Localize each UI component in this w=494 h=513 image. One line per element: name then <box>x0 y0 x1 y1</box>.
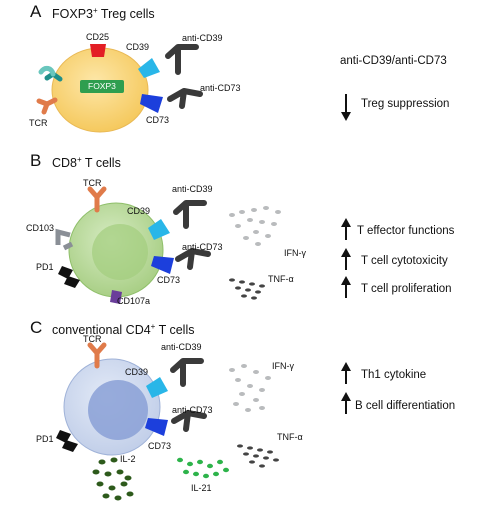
anti-cd73-antibody <box>171 410 207 432</box>
up-arrow-icon <box>341 276 351 298</box>
cd73-label: CD73 <box>146 115 170 125</box>
anti-cd39-antibody <box>170 358 204 387</box>
panel-b-letter: B <box>30 151 42 170</box>
cd8-nucleus <box>92 224 148 280</box>
up-arrow-icon <box>341 218 351 240</box>
panel-c-title-main: conventional CD4 <box>52 323 151 338</box>
ifn-gamma-label: IFN-γ <box>272 361 294 371</box>
tcr-receptor <box>87 342 107 369</box>
anti-cd39-label: anti-CD39 <box>161 342 202 352</box>
anti-cd73-antibody <box>167 88 203 109</box>
il-2-label: IL-2 <box>120 454 136 464</box>
cd103-label: CD103 <box>26 223 55 233</box>
ifn-gamma-cytokines <box>229 364 271 412</box>
tnf-alpha-label: TNF-α <box>268 274 294 284</box>
pd1-label: PD1 <box>36 262 54 272</box>
tnf-alpha-label: TNF-α <box>277 432 303 442</box>
panel-c-title: conventional CD4+ T cells <box>52 322 194 337</box>
panel-c-title-sup: + <box>150 322 156 331</box>
foxp3-label: FOXP3 <box>88 81 116 91</box>
panel-a-title-rest: Treg cells <box>97 7 155 22</box>
anti-cd73-label: anti-CD73 <box>182 242 223 252</box>
pd1-label: PD1 <box>36 434 54 444</box>
effect-treg-suppression: Treg suppression <box>361 98 450 110</box>
cd25-label: CD25 <box>86 32 110 42</box>
cd4-nucleus <box>88 380 148 440</box>
up-arrow-icon <box>341 392 351 414</box>
panel-c-title-rest: T cells <box>155 323 195 338</box>
anti-cd73-label: anti-CD73 <box>172 405 213 415</box>
treg-cell-diagram <box>36 44 203 133</box>
il-21-label: IL-21 <box>191 483 212 493</box>
anti-cd73-label: anti-CD73 <box>200 83 241 93</box>
anti-cd39-label: anti-CD39 <box>182 33 223 43</box>
cd39-receptor <box>138 58 160 78</box>
tcr-label: TCR <box>83 178 102 188</box>
panel-a-title-main: FOXP3 <box>52 7 93 22</box>
cd4-cell-diagram <box>56 342 279 501</box>
cd107a-label: CD107a <box>117 296 151 306</box>
anti-cd73-antibody <box>175 248 211 270</box>
cd25-receptor <box>90 44 106 57</box>
ifn-gamma-label: IFN-γ <box>284 248 306 258</box>
up-arrow-icon <box>341 362 351 384</box>
effect-t-cell-cytotoxicity: T cell cytotoxicity <box>361 255 448 267</box>
tnf-alpha-cytokines <box>229 278 265 300</box>
up-arrow-icon <box>341 248 351 270</box>
foxp3-box <box>80 80 124 93</box>
cd73-receptor <box>151 256 174 274</box>
anti-cd39-antibody <box>173 200 207 229</box>
panel-b-title: CD8+ T cells <box>52 155 121 170</box>
ifn-gamma-cytokines <box>229 206 281 246</box>
pd1-receptor <box>58 266 80 288</box>
cd103-receptor <box>55 228 74 251</box>
effect-t-effector-functions: T effector functions <box>357 225 455 237</box>
effect-t-cell-proliferation: T cell proliferation <box>361 283 452 295</box>
il-21-cytokines <box>177 457 229 479</box>
panel-a-title-sup: + <box>93 6 98 15</box>
panel-a-letter: A <box>30 2 42 21</box>
cd39-label: CD39 <box>127 206 151 216</box>
effect-th1-cytokine: Th1 cytokine <box>361 369 427 381</box>
il-2-cytokines <box>92 457 134 501</box>
panel-c-letter: C <box>30 318 43 337</box>
cd8-cell-diagram <box>55 186 281 304</box>
cd73-receptor <box>140 94 163 113</box>
effect-b-cell-differentiation: B cell differentiation <box>355 400 456 412</box>
cd73-receptor <box>145 418 168 436</box>
anti-cd39-label: anti-CD39 <box>172 184 213 194</box>
cd73-label: CD73 <box>148 441 172 451</box>
anti-cd39-antibody <box>165 44 199 75</box>
down-arrow-icon <box>341 94 351 121</box>
cd39-receptor <box>148 219 170 240</box>
cd73-label: CD73 <box>157 275 181 285</box>
tcr-label: TCR <box>83 334 102 344</box>
cd107a-receptor <box>110 290 122 304</box>
pd1-receptor <box>56 430 78 452</box>
panel-b-title-sup: + <box>77 155 82 164</box>
cd39-receptor <box>146 377 168 398</box>
panel-b-title-main: CD8 <box>52 156 78 171</box>
cd39-label: CD39 <box>125 367 149 377</box>
panel-b-title-rest: T cells <box>81 156 121 171</box>
tcr-label: TCR <box>29 118 48 128</box>
tcr-receptor <box>38 65 63 82</box>
tcr-receptor-2 <box>36 97 58 115</box>
treatment-label: anti-CD39/anti-CD73 <box>340 55 447 67</box>
panel-a-title: FOXP3+ Treg cells <box>52 6 155 21</box>
tnf-alpha-cytokines <box>237 444 279 468</box>
cd39-label: CD39 <box>126 42 150 52</box>
tcr-receptor <box>87 186 107 213</box>
